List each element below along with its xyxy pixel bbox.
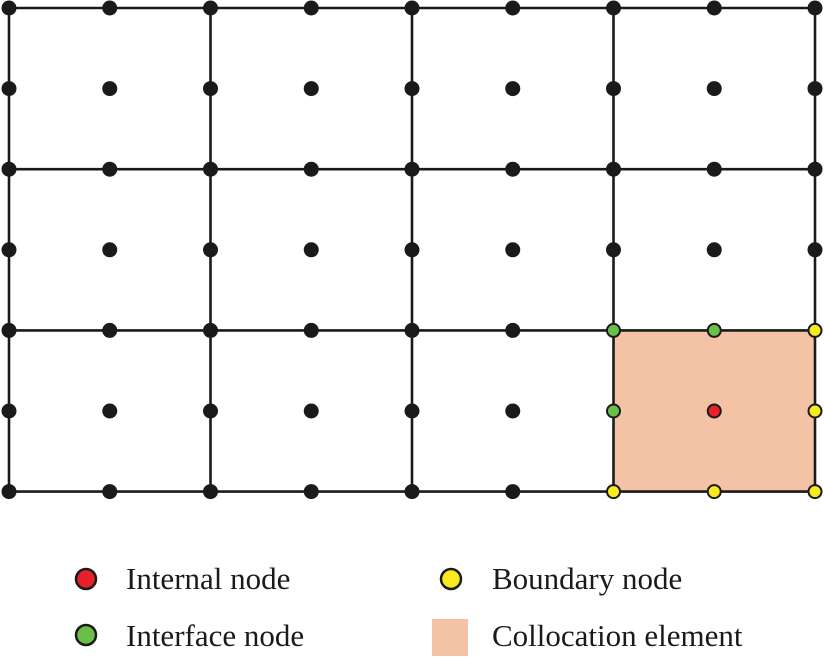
mesh-node	[303, 81, 319, 97]
legend-boundary-node-label: Boundary node	[492, 561, 682, 596]
legend-internal-node-label: Internal node	[126, 561, 290, 596]
mesh-node	[203, 403, 218, 419]
legend-boundary-node-marker	[439, 567, 463, 591]
legend: Internal node Boundary node Interface no…	[74, 561, 743, 656]
mesh-node	[303, 242, 319, 258]
mesh-node	[1, 161, 17, 177]
mesh-node	[404, 0, 420, 16]
mesh-node	[303, 322, 319, 338]
mesh-node	[203, 322, 218, 338]
legend-interface-node-marker	[74, 623, 98, 647]
mesh-node	[706, 81, 722, 97]
mesh-node	[102, 161, 118, 177]
mesh-node	[404, 403, 420, 419]
mesh-node	[404, 161, 420, 177]
mesh-node	[505, 484, 521, 500]
mesh-node	[1, 322, 17, 338]
boundary-node	[807, 322, 823, 338]
mesh-node	[505, 403, 521, 419]
legend-interface-node-label: Interface node	[126, 618, 304, 653]
mesh-node	[102, 322, 118, 338]
mesh-node	[505, 0, 521, 16]
mesh-node	[203, 81, 218, 97]
mesh-node	[404, 322, 420, 338]
boundary-node	[807, 403, 823, 419]
mesh-node	[203, 242, 218, 258]
boundary-node	[606, 484, 621, 500]
mesh-node	[606, 0, 621, 16]
mesh-node	[102, 0, 118, 16]
mesh-node	[404, 81, 420, 97]
legend-collocation-element-label: Collocation element	[492, 618, 743, 653]
mesh-node	[807, 0, 823, 16]
mesh-node	[404, 484, 420, 500]
mesh-node	[706, 0, 722, 16]
legend-collocation-element-swatch	[432, 619, 468, 656]
mesh-node	[505, 242, 521, 258]
mesh-node	[606, 81, 621, 97]
mesh-node	[203, 0, 218, 16]
mesh-node	[606, 161, 621, 177]
interface-node	[606, 403, 621, 419]
mesh-node	[404, 242, 420, 258]
mesh-node	[1, 0, 17, 16]
mesh-node	[102, 484, 118, 500]
mesh-node	[102, 81, 118, 97]
mesh-node	[203, 161, 218, 177]
mesh-node	[303, 161, 319, 177]
mesh-node	[505, 161, 521, 177]
mesh-node	[807, 242, 823, 258]
mesh-node	[505, 322, 521, 338]
mesh-node	[1, 484, 17, 500]
mesh-node	[807, 81, 823, 97]
boundary-node	[706, 484, 722, 500]
mesh-node	[303, 484, 319, 500]
mesh-node	[706, 161, 722, 177]
mesh-node	[1, 403, 17, 419]
interface-node	[606, 322, 621, 338]
mesh-node	[203, 484, 218, 500]
mesh-node	[505, 81, 521, 97]
mesh-node	[606, 242, 621, 258]
legend-internal-node-marker	[74, 567, 98, 591]
mesh-node	[807, 161, 823, 177]
mesh-node	[102, 242, 118, 258]
mesh-node	[102, 403, 118, 419]
mesh-node	[303, 0, 319, 16]
mesh-node	[1, 242, 17, 258]
interface-node	[706, 322, 722, 338]
mesh-node	[303, 403, 319, 419]
boundary-node	[807, 484, 823, 500]
internal-node	[706, 403, 722, 419]
mesh-node	[706, 242, 722, 258]
mesh-node	[1, 81, 17, 97]
